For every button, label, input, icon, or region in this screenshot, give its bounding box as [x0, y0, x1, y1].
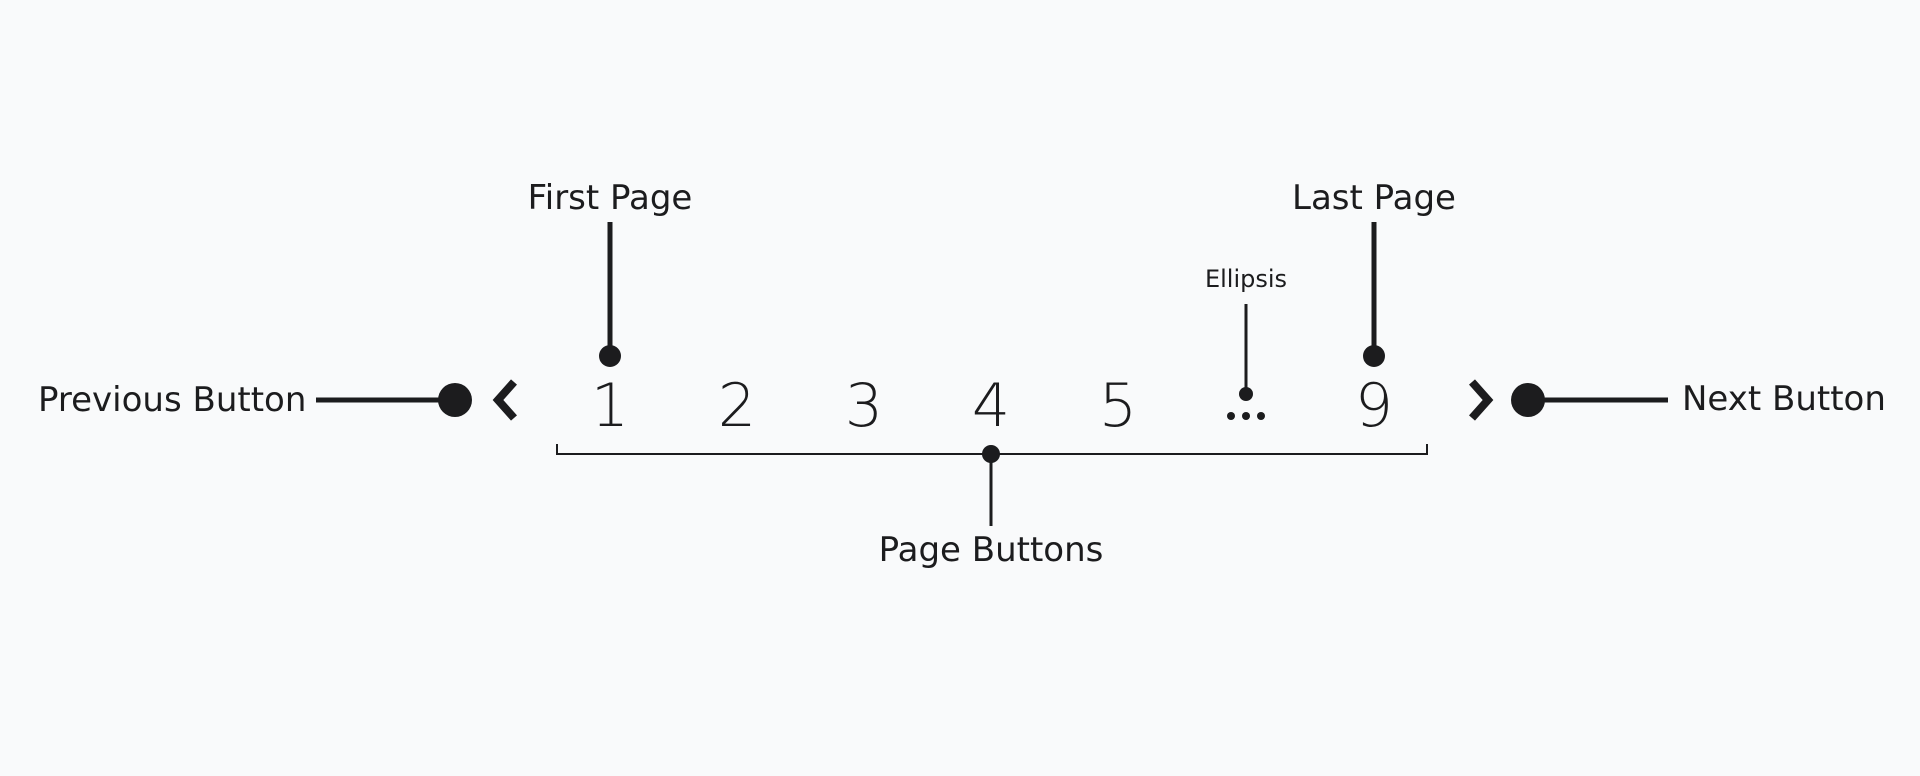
next-leader-dot — [1511, 383, 1545, 417]
page-button-9[interactable]: 9 — [1334, 366, 1414, 446]
page-button-4[interactable]: 4 — [951, 366, 1031, 446]
first-page-leader-dot — [599, 345, 621, 367]
page-buttons-label: Page Buttons — [878, 530, 1104, 570]
previous-button[interactable] — [482, 378, 532, 422]
next-button-label: Next Button — [1682, 379, 1886, 419]
ellipsis-dot — [1227, 412, 1235, 420]
previous-leader-dot — [438, 383, 472, 417]
ellipsis-dot — [1242, 412, 1250, 420]
first-page-label: First Page — [527, 178, 693, 218]
previous-button-label: Previous Button — [38, 380, 307, 420]
page-button-2[interactable]: 2 — [697, 366, 777, 446]
page-button-1[interactable]: 1 — [570, 366, 650, 446]
page-buttons-leader-dot — [982, 445, 1000, 463]
ellipsis-leader-dot — [1239, 387, 1253, 401]
last-page-leader-dot — [1363, 345, 1385, 367]
chevron-right-icon — [1469, 379, 1494, 421]
page-button-5[interactable]: 5 — [1078, 366, 1158, 446]
ellipsis-indicator — [1227, 412, 1265, 420]
ellipsis-label: Ellipsis — [1204, 265, 1288, 293]
last-page-label: Last Page — [1292, 178, 1456, 218]
next-button[interactable] — [1454, 378, 1504, 422]
ellipsis-dot — [1257, 412, 1265, 420]
page-button-3[interactable]: 3 — [824, 366, 904, 446]
chevron-left-icon — [492, 379, 517, 421]
